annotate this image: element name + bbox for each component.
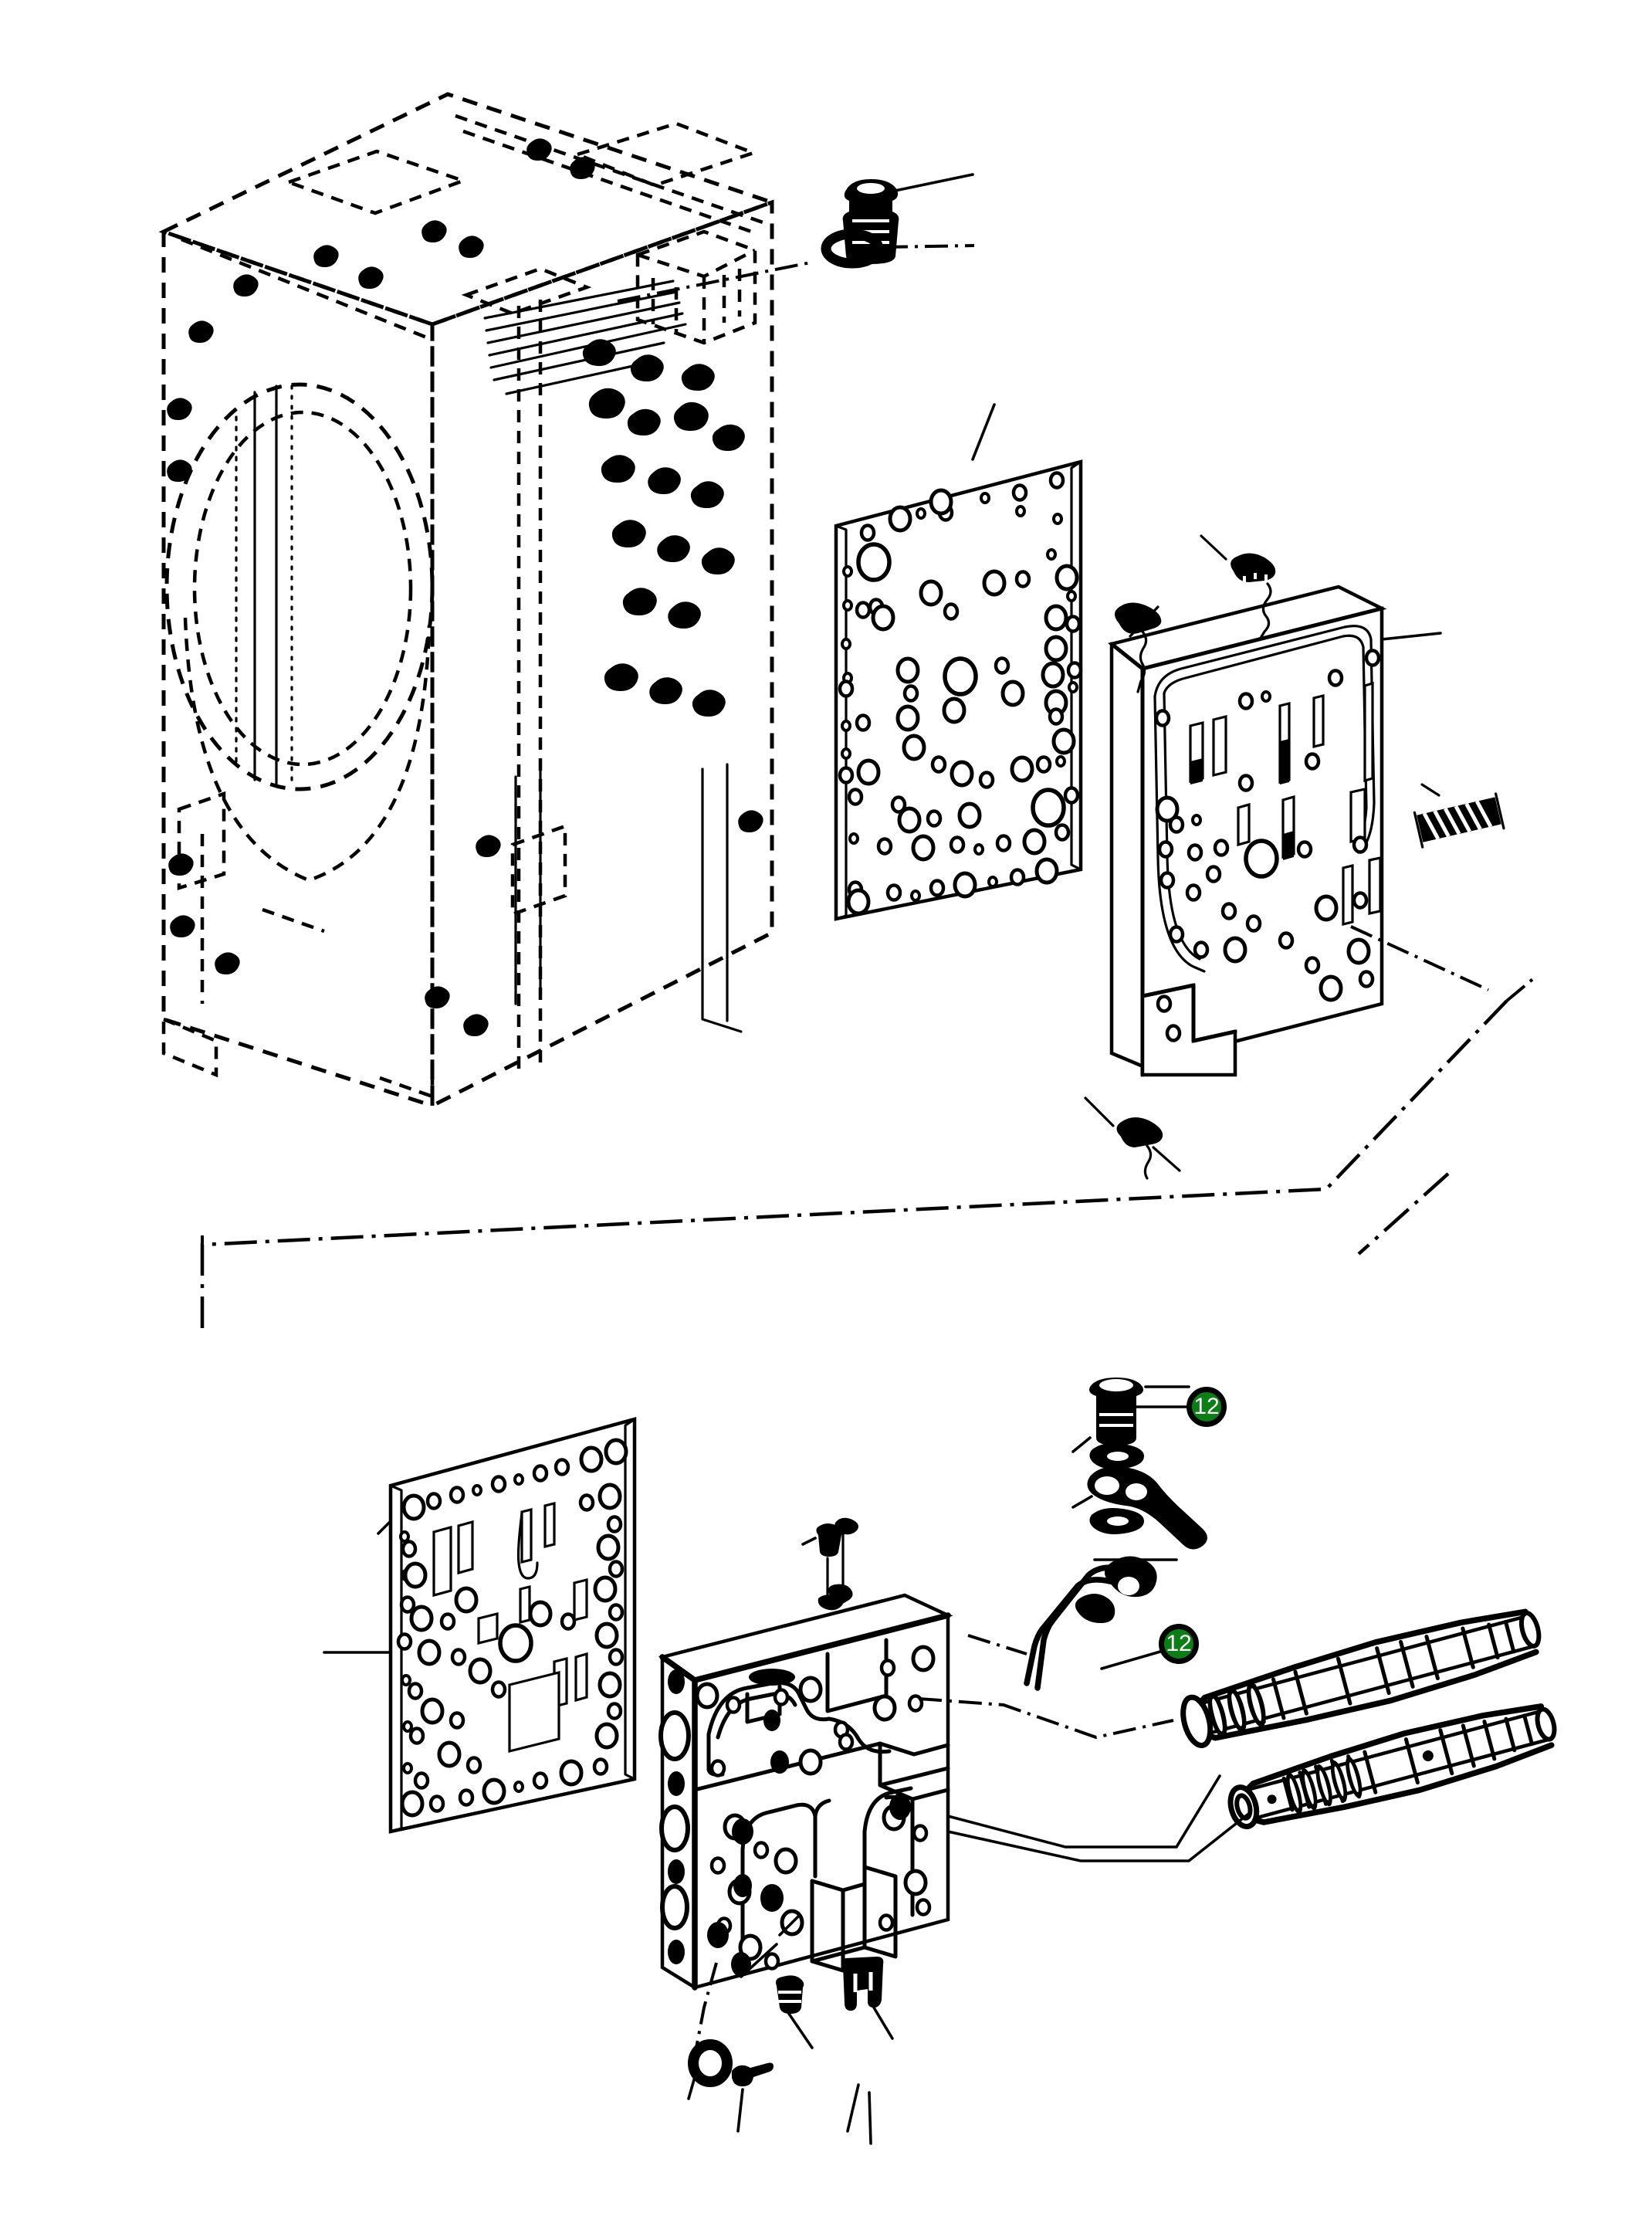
leader-washer-upper — [1071, 1436, 1092, 1453]
transmission-housing — [158, 92, 778, 1110]
leader-spool-lower — [946, 1813, 1249, 1862]
stud-bolt-c — [776, 1975, 814, 2049]
callout-12-lower-leader — [1100, 1650, 1162, 1670]
section-bracket — [200, 999, 1508, 1328]
callout-12-lower[interactable]: 12 — [1159, 1624, 1199, 1664]
valve-body-upper — [1108, 585, 1387, 1077]
stud-bolt-b — [828, 1517, 858, 1605]
leader-separator-plate — [971, 403, 996, 461]
o-ring-seal — [821, 229, 884, 269]
pin-small — [731, 2062, 774, 2133]
leader-spool-upper — [946, 1774, 1221, 1849]
retaining-pin-lower — [1084, 1096, 1181, 1180]
coil-spring-right — [1413, 783, 1505, 849]
spool-valve-upper — [1180, 1608, 1542, 1749]
flat-washer-upper — [1089, 1443, 1144, 1469]
separator-plate — [834, 459, 1083, 921]
leader-oring — [884, 244, 975, 249]
callout-12-upper[interactable]: 12 — [1187, 1387, 1227, 1427]
leader-plug — [882, 173, 974, 195]
leader-bottom-b — [868, 2091, 872, 2145]
valve-body-lower — [658, 1593, 953, 1991]
flat-washer-lower — [1089, 1508, 1144, 1534]
section-bracket-tail — [1505, 976, 1536, 1002]
leader-boss — [778, 1913, 801, 1937]
leader-oring-small — [695, 1962, 718, 2049]
rod-end-clevis — [1075, 1556, 1157, 1623]
cap-screw — [1089, 1378, 1143, 1445]
leader-bottom-a — [846, 2083, 860, 2133]
leader-vb-lower-right — [967, 1634, 1027, 1655]
retaining-clip — [841, 1957, 894, 2040]
leader-housing-top — [617, 261, 811, 303]
spool-valve-lower — [1227, 1703, 1557, 1830]
separator-plate-lower — [388, 1417, 637, 1834]
leader-stud-a — [801, 1537, 817, 1546]
leader-washer-lower — [1071, 1495, 1093, 1509]
retaining-pin-upper-right — [1200, 534, 1276, 641]
retaining-pin-upper-left — [1115, 602, 1162, 693]
leader-stud-c — [740, 1943, 778, 1978]
leader-plate-corner — [377, 1520, 392, 1535]
leader-oring-spool — [918, 1697, 1174, 1740]
leader-valve-body-upper — [1380, 632, 1442, 641]
o-ring-small — [687, 2039, 733, 2100]
bell-crank-lever — [1087, 1466, 1207, 1550]
leader-vb-diag — [1350, 925, 1489, 991]
